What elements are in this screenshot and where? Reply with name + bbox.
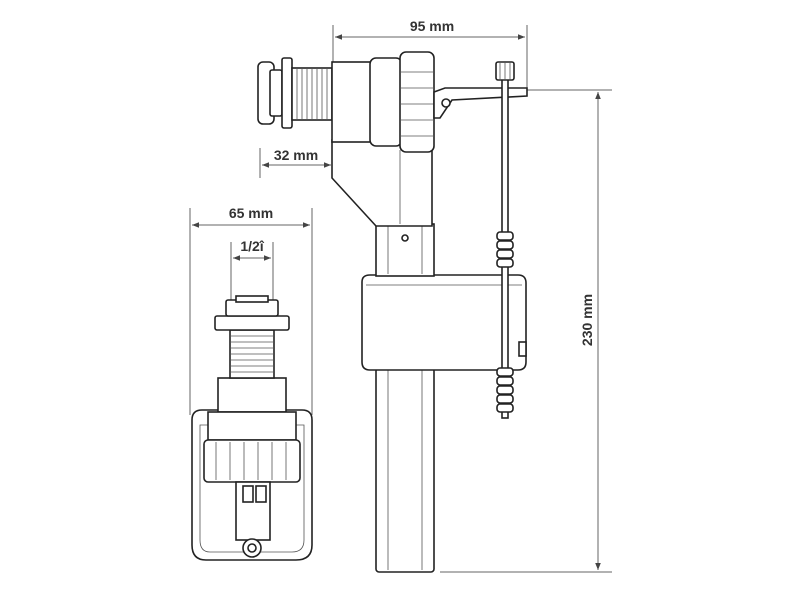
dimension-label-thread: 1/2î [240,238,264,254]
rod-clip-upper [496,231,514,268]
side-view [257,51,528,573]
dimension-65: 65 mm [192,205,310,228]
front-view [191,295,313,561]
dimension-thread: 1/2î [233,238,271,261]
dimension-label-95: 95 mm [410,18,454,34]
dimension-label-230: 230 mm [579,294,595,346]
dimension-32: 32 mm [262,147,331,168]
dimension-label-32: 32 mm [274,147,318,163]
dimension-230: 230 mm [579,92,601,570]
dimension-95: 95 mm [335,18,525,40]
rod-clip-lower [496,367,514,413]
dimension-label-65: 65 mm [229,205,273,221]
